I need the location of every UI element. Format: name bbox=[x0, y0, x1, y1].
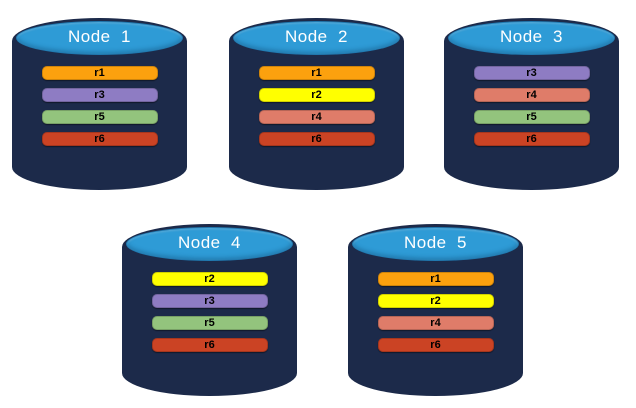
db-node: Node 4 r2 r3 r5 r6 bbox=[122, 224, 297, 396]
replica-bar-r3: r3 bbox=[151, 294, 268, 308]
db-node: Node 5 r1 r2 r4 r6 bbox=[348, 224, 523, 396]
cylinder-top: Node 2 bbox=[233, 21, 400, 55]
replica-list: r3 r4 r5 r6 bbox=[473, 66, 590, 146]
node-label: Node 4 bbox=[177, 233, 242, 252]
replica-bar-r2: r2 bbox=[258, 88, 375, 102]
replica-bar-r3: r3 bbox=[473, 66, 590, 80]
replica-bar-r6: r6 bbox=[151, 338, 268, 352]
db-node: Node 2 r1 r2 r4 r6 bbox=[229, 18, 404, 190]
replica-list: r1 r3 r5 r6 bbox=[41, 66, 158, 146]
cylinder-top: Node 5 bbox=[352, 227, 519, 261]
replica-bar-r1: r1 bbox=[41, 66, 158, 80]
replica-bar-r6: r6 bbox=[473, 132, 590, 146]
replica-bar-r2: r2 bbox=[377, 294, 494, 308]
replica-bar-r5: r5 bbox=[41, 110, 158, 124]
replica-list: r1 r2 r4 r6 bbox=[377, 272, 494, 352]
db-node: Node 3 r3 r4 r5 r6 bbox=[444, 18, 619, 190]
replica-bar-r1: r1 bbox=[258, 66, 375, 80]
replica-bar-r4: r4 bbox=[377, 316, 494, 330]
replica-list: r2 r3 r5 r6 bbox=[151, 272, 268, 352]
cylinder-top: Node 3 bbox=[448, 21, 615, 55]
replica-bar-r2: r2 bbox=[151, 272, 268, 286]
replica-bar-r5: r5 bbox=[151, 316, 268, 330]
cylinder-top: Node 4 bbox=[126, 227, 293, 261]
replica-bar-r6: r6 bbox=[258, 132, 375, 146]
cylinder-top: Node 1 bbox=[16, 21, 183, 55]
node-label: Node 1 bbox=[67, 27, 132, 46]
node-label: Node 5 bbox=[403, 233, 468, 252]
replica-bar-r1: r1 bbox=[377, 272, 494, 286]
replica-bar-r4: r4 bbox=[258, 110, 375, 124]
db-node: Node 1 r1 r3 r5 r6 bbox=[12, 18, 187, 190]
replica-bar-r3: r3 bbox=[41, 88, 158, 102]
node-label: Node 2 bbox=[284, 27, 349, 46]
replica-list: r1 r2 r4 r6 bbox=[258, 66, 375, 146]
replica-bar-r4: r4 bbox=[473, 88, 590, 102]
replica-bar-r6: r6 bbox=[41, 132, 158, 146]
replica-bar-r6: r6 bbox=[377, 338, 494, 352]
node-label: Node 3 bbox=[499, 27, 564, 46]
replica-bar-r5: r5 bbox=[473, 110, 590, 124]
